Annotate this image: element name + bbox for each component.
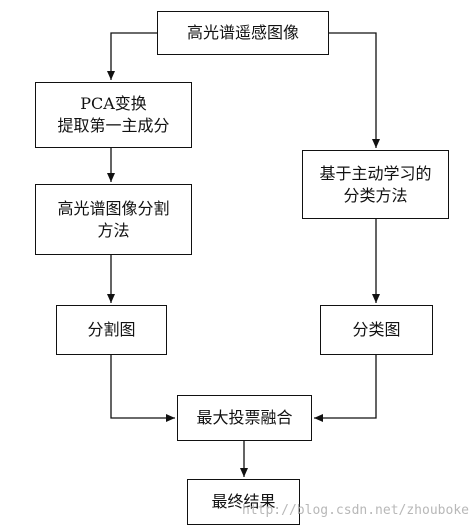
node-final-result: 最终结果 xyxy=(187,479,300,525)
node-label-line: 分割图 xyxy=(87,320,136,339)
node-active-learning-classification: 基于主动学习的分类方法 xyxy=(302,150,449,219)
node-label-line: 高光谱遥感图像 xyxy=(186,23,299,42)
arrow-source-to-active-learning xyxy=(329,32,380,148)
node-label-line: 高光谱图像分割 xyxy=(57,198,170,218)
node-hyperspectral-image: 高光谱遥感图像 xyxy=(157,11,329,55)
node-pca-transform: PCA变换提取第一主成分 xyxy=(35,82,192,148)
node-label-line: 提取第一主成分 xyxy=(57,116,170,135)
node-classification-map: 分类图 xyxy=(320,305,433,355)
node-label-line: 最大投票融合 xyxy=(196,408,293,427)
node-label-line: 分类方法 xyxy=(343,185,408,205)
watermark-url: http://blog.csdn.net/zhoubokе xyxy=(242,503,469,518)
node-label-line: 方法 xyxy=(97,220,130,240)
arrow-classification-map-to-voting xyxy=(314,355,377,422)
arrow-segmentation-map-to-voting xyxy=(110,355,175,422)
node-segmentation-map: 分割图 xyxy=(56,305,167,355)
node-label-line: 最终结果 xyxy=(211,492,276,511)
node-label-line: 分类图 xyxy=(352,320,401,339)
node-label-line: 基于主动学习的 xyxy=(319,163,432,183)
node-label-line: PCA变换 xyxy=(80,94,147,113)
node-majority-voting-fusion: 最大投票融合 xyxy=(177,395,312,441)
node-segmentation-method: 高光谱图像分割方法 xyxy=(35,184,192,255)
arrow-source-to-pca xyxy=(107,32,157,80)
